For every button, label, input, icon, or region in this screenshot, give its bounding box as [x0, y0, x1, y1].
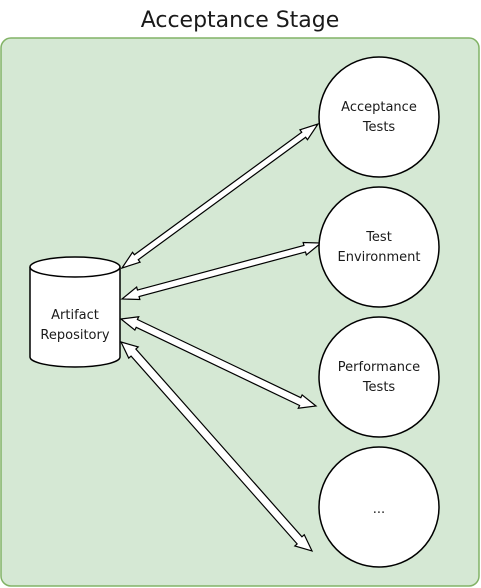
node-circle: [318, 446, 440, 568]
arrow-repository-more[interactable]: [119, 341, 314, 552]
node-circle: [318, 316, 440, 438]
stage-container[interactable]: [0, 37, 480, 587]
repository-cylinder-body: [29, 267, 121, 368]
node-acceptance-tests[interactable]: Acceptance Tests: [318, 56, 440, 178]
node-label-line2: Tests: [362, 380, 396, 395]
repository-cylinder-top: [29, 256, 121, 278]
node-label-line2: Tests: [362, 120, 396, 135]
connections: [119, 122, 323, 552]
arrow-repository-acceptance-tests[interactable]: [120, 122, 320, 270]
node-performance-tests[interactable]: Performance Tests: [318, 316, 440, 438]
repository-label-line2: Repository: [40, 328, 109, 343]
stage-title: Acceptance Stage: [141, 8, 340, 33]
node-more[interactable]: ...: [318, 446, 440, 568]
node-label-line1: ...: [373, 502, 385, 517]
node-label-line1: Acceptance: [341, 100, 417, 115]
node-label-line1: Test: [365, 230, 392, 245]
node-label-line2: Environment: [337, 250, 420, 265]
arrow-repository-performance-tests[interactable]: [119, 316, 318, 409]
node-circle: [318, 186, 440, 308]
node-label-line1: Performance: [338, 360, 420, 375]
artifact-repository[interactable]: Artifact Repository: [29, 256, 121, 368]
repository-label-line1: Artifact: [51, 308, 99, 323]
node-circle: [318, 56, 440, 178]
node-test-environment[interactable]: Test Environment: [318, 186, 440, 308]
